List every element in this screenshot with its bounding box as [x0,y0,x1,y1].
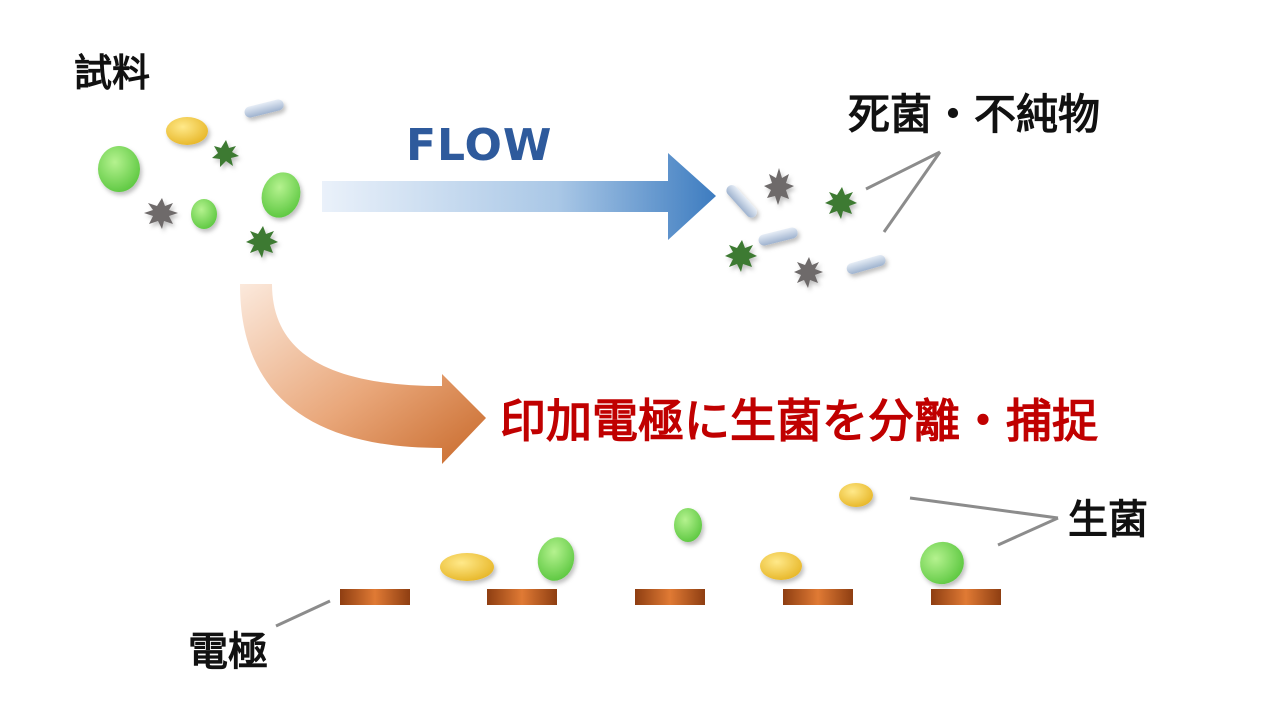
electrode-leader-line [275,599,331,628]
electrode-plate-icon [340,589,410,605]
live-bacterium-green-icon [261,172,301,218]
dead-impurity-leader-lines [865,150,942,233]
impurity-rod-icon [244,99,284,118]
impurity-spiky-icon [764,168,794,205]
live-bacterium-yellow-icon [440,553,494,581]
live-bacteria-label: 生菌 [1068,497,1148,543]
dead-and-impurity-particles [725,168,886,288]
sample-particles [98,99,301,258]
impurity-rod-icon [758,227,798,246]
live-bacterium-green-icon [674,508,702,542]
electrode-plate-icon [487,589,557,605]
dead-bacterium-spiky-icon [725,240,757,272]
electrode-plate-icon [931,589,1001,605]
impurity-spiky-icon [794,257,823,288]
electrode-plate-icon [783,589,853,605]
impurity-rod-icon [726,185,757,218]
flow-arrow [322,153,716,240]
dead-bacterium-spiky-icon [825,187,857,219]
live-bacterium-green-icon [98,146,140,192]
captured-live-bacteria [440,483,964,585]
electrode-plate-icon [635,589,705,605]
flow-label: FLOW [406,120,553,171]
capture-arrow [240,284,486,464]
live-bacterium-yellow-icon [760,552,802,580]
electrode-label: 電極 [188,629,268,675]
live-bacterium-green-icon [191,199,217,229]
live-bacterium-green-icon [537,537,575,581]
live-bacterium-yellow-icon [839,483,873,507]
capture-statement: 印加電極に生菌を分離・捕捉 [500,394,1098,448]
dead-impurities-label: 死菌・不純物 [848,90,1101,139]
electrode-row [340,589,1001,605]
live-bacteria-leader-lines [909,496,1059,547]
live-bacterium-yellow-icon [166,117,208,145]
dead-bacterium-spiky-icon [246,226,278,258]
impurity-spiky-icon [144,198,178,229]
dead-bacterium-spiky-icon [212,140,239,167]
impurity-rod-icon [846,254,886,274]
sample-label: 試料 [74,51,151,95]
live-bacterium-green-icon [920,541,964,585]
